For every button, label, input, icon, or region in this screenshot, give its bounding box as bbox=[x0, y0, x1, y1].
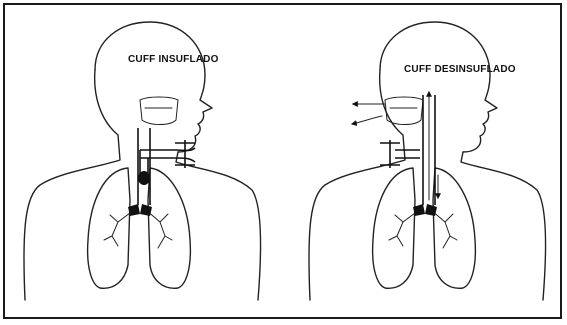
label-cuff-deflated: CUFF DESINSUFLADO bbox=[404, 64, 516, 75]
panel-cuff-deflated: CUFF DESINSUFLADO bbox=[309, 22, 546, 300]
label-cuff-inflated: CUFF INSUFLADO bbox=[128, 54, 219, 65]
panel-cuff-inflated: CUFF INSUFLADO bbox=[24, 22, 261, 300]
